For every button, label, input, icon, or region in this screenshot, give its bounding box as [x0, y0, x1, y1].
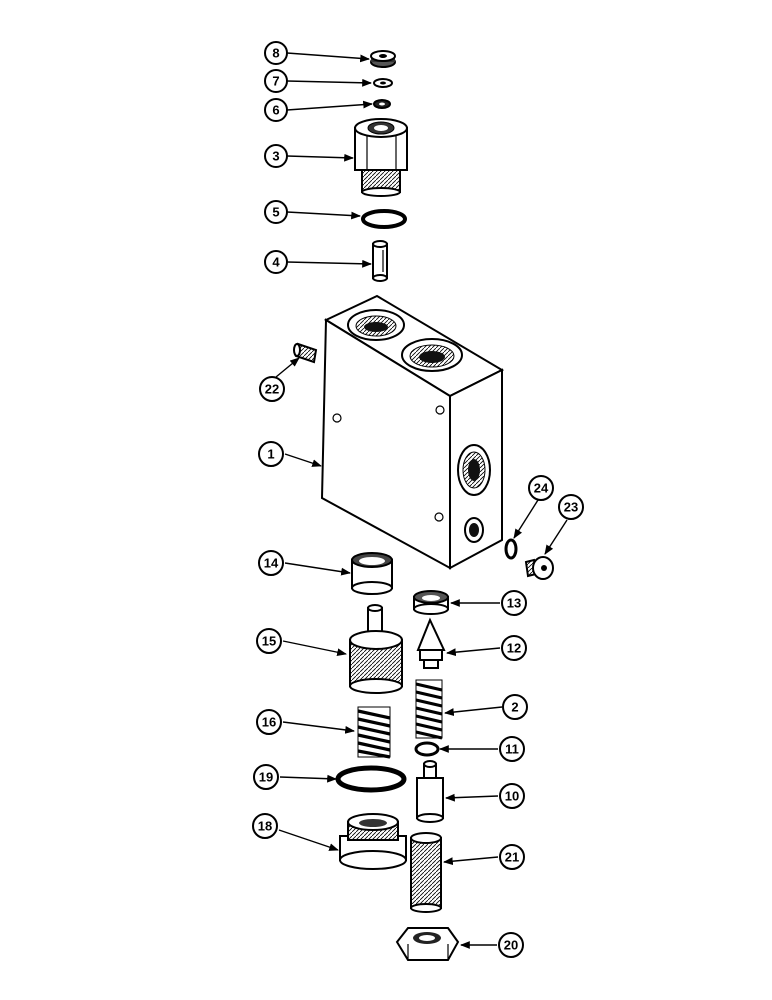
part-16-spring — [357, 706, 391, 759]
callout-16: 16 — [256, 709, 282, 735]
part-14-sleeve — [351, 552, 393, 595]
part-2-spring — [415, 679, 443, 740]
part-22-set-screw — [293, 342, 318, 364]
callout-6-label: 6 — [272, 103, 279, 118]
callout-22: 22 — [259, 376, 285, 402]
part-13-ring — [413, 590, 449, 615]
callout-5: 5 — [264, 200, 288, 224]
callout-6: 6 — [264, 98, 288, 122]
callout-10: 10 — [499, 783, 525, 809]
part-7-washer — [373, 78, 393, 88]
part-8-cap — [370, 50, 396, 68]
callout-19: 19 — [253, 764, 279, 790]
callout-7: 7 — [264, 69, 288, 93]
callout-3: 3 — [264, 144, 288, 168]
callout-2-label: 2 — [511, 700, 518, 715]
part-19-o-ring — [335, 765, 407, 793]
callout-14-label: 14 — [264, 556, 279, 571]
callout-23: 23 — [558, 494, 584, 520]
callout-13: 13 — [501, 590, 527, 616]
callout-10-label: 10 — [505, 789, 519, 804]
callout-4: 4 — [264, 250, 288, 274]
part-23-plug — [524, 556, 554, 580]
callout-11: 11 — [499, 736, 525, 762]
part-11-ring — [414, 741, 440, 757]
callout-2: 2 — [502, 694, 528, 720]
callout-12-label: 12 — [507, 641, 521, 656]
callout-7-label: 7 — [272, 74, 279, 89]
part-24-o-ring — [504, 538, 518, 560]
part-4-pin — [372, 240, 388, 282]
part-18-plug — [339, 813, 407, 870]
part-12-poppet — [416, 617, 446, 669]
callout-1-label: 1 — [267, 447, 274, 462]
callout-16-label: 16 — [262, 715, 276, 730]
callout-23-label: 23 — [564, 500, 578, 515]
callout-8: 8 — [264, 41, 288, 65]
callout-4-label: 4 — [272, 255, 280, 270]
callout-3-label: 3 — [272, 149, 279, 164]
callout-20-label: 20 — [504, 938, 518, 953]
callout-14: 14 — [258, 550, 284, 576]
callout-20: 20 — [498, 932, 524, 958]
callout-5-label: 5 — [272, 205, 279, 220]
callout-15: 15 — [256, 628, 282, 654]
callout-12: 12 — [501, 635, 527, 661]
callout-24-label: 24 — [534, 481, 549, 496]
part-5-o-ring — [361, 209, 407, 229]
callout-21-label: 21 — [505, 850, 519, 865]
part-10-spool — [416, 760, 444, 823]
callout-18-label: 18 — [258, 819, 272, 834]
callout-18: 18 — [252, 813, 278, 839]
callout-19-label: 19 — [259, 770, 273, 785]
callout-13-label: 13 — [507, 596, 521, 611]
part-1-valve-body — [320, 294, 505, 570]
callout-15-label: 15 — [262, 634, 276, 649]
callout-21: 21 — [499, 844, 525, 870]
part-21-threaded-rod — [410, 832, 442, 913]
part-3-fitting — [354, 118, 408, 197]
callout-22-label: 22 — [265, 382, 279, 397]
callout-1: 1 — [258, 441, 284, 467]
part-20-hex-nut — [395, 927, 460, 961]
callout-8-label: 8 — [272, 46, 279, 61]
part-15-piston — [349, 604, 403, 694]
callout-24: 24 — [528, 475, 554, 501]
part-6-ring — [373, 99, 391, 109]
callout-11-label: 11 — [505, 742, 519, 757]
leader-lines — [275, 52, 568, 949]
